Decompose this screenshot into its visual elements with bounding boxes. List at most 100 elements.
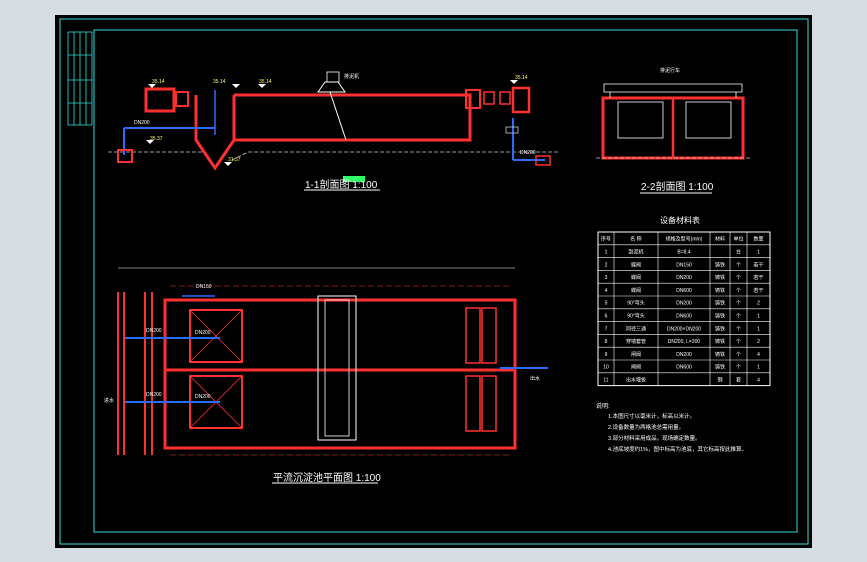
table-cell: 3 (605, 275, 608, 281)
table-cell: DN600 (676, 365, 692, 371)
plan-label-4: DN200 (195, 330, 211, 336)
table-cell: 1 (605, 250, 608, 256)
table-cell: 个 (736, 301, 741, 307)
plan-label-2: DN200 (146, 328, 162, 334)
table-cell: 2 (757, 301, 760, 307)
table-cell: 个 (736, 352, 741, 358)
table-cell: 11 (603, 378, 608, 384)
table-cell: 铸铁 (715, 313, 725, 320)
table-cell: 10 (603, 365, 609, 371)
plan-label-6: 进水 (104, 397, 114, 404)
s1-label-6: 35.37 (150, 136, 163, 142)
table-title: 设备材料表 (660, 215, 700, 225)
inner-frame (93, 29, 798, 533)
table-cell: 1 (757, 250, 760, 256)
table-cell: 8 (605, 339, 608, 345)
s1-label-5: DN200 (134, 120, 150, 126)
table-cell: 9 (605, 352, 608, 358)
table-cell: 个 (736, 275, 741, 281)
table-header-cell: 材料 (715, 236, 725, 243)
binding-strip (67, 31, 93, 126)
table-cell: DN150 (676, 262, 692, 268)
table-cell: 若干 (753, 261, 763, 268)
table-cell: 若干 (753, 274, 763, 281)
table-cell: 6 (605, 314, 608, 320)
table-cell: 90°弯头 (627, 313, 645, 320)
table-cell: 套 (736, 377, 741, 384)
s1-label-2: 35.14 (213, 79, 226, 85)
note-2: 2.设备数量为两格池总需用量。 (608, 423, 684, 431)
s1-label-7: DN200 (520, 150, 536, 156)
table-header-cell: 规格及型号(mm) (666, 236, 703, 243)
table-cell: 蝶阀 (631, 287, 641, 294)
s1-label-8: 31.37 (228, 157, 241, 163)
table-cell: 个 (736, 288, 741, 294)
table-cell: 闸阀 (631, 364, 641, 371)
outer-frame (59, 18, 809, 545)
table-cell: 铸铁 (715, 364, 725, 371)
s1-label-3: 35.14 (259, 79, 272, 85)
table-cell: 个 (736, 339, 741, 345)
plan-label-1: DN150 (196, 284, 212, 290)
notes-title: 说明: (596, 402, 610, 410)
table-cell: 1 (757, 314, 760, 320)
table-cell: 出水堰板 (626, 377, 646, 384)
table-cell: 个 (736, 262, 741, 268)
table-cell: B=8.4 (677, 250, 690, 256)
table-cell: 铸铁 (715, 338, 725, 345)
table-cell: DN200 (676, 352, 692, 358)
s1-label-1: 35.14 (152, 79, 165, 85)
table-cell: 铸铁 (715, 351, 725, 358)
s2-label-1: 排泥行车 (660, 67, 680, 74)
table-cell: DN200 (676, 301, 692, 307)
table-cell: DN200, L=200 (668, 339, 701, 345)
plan-label-3: DN200 (146, 392, 162, 398)
note-1: 1.本图尺寸以毫米计，标高以米计。 (608, 412, 695, 420)
table-cell: 穿墙套管 (626, 338, 646, 345)
table-cell: DN200×DN200 (667, 326, 701, 332)
table-cell: 5 (605, 301, 608, 307)
section-2-2-drawing (596, 83, 750, 160)
table-cell: 台 (736, 249, 741, 256)
table-cell: 蝶阀 (631, 274, 641, 281)
table-cell: 铸铁 (715, 325, 725, 332)
table-cell: 刮泥机 (628, 249, 643, 256)
table-cell: 铸铁 (715, 287, 725, 294)
plan-drawing (117, 267, 548, 456)
table-cell: 铸铁 (715, 261, 725, 268)
table-cell: 2 (757, 339, 760, 345)
s1-label-9: 排泥机 (344, 73, 359, 80)
table-header-cell: 名 称 (630, 236, 641, 243)
table-cell: 7 (605, 326, 608, 332)
highlight-marker (343, 176, 365, 182)
table-cell: 铸铁 (715, 274, 725, 281)
table-cell: 1 (757, 326, 760, 332)
table-cell: DN600 (676, 288, 692, 294)
equipment-table: 序号 名 称 规格及型号(mm) 材料 单位 数量 1 刮泥机 B=8.4 台 1 2 蝶阀 DN150 铸… (597, 231, 771, 387)
section-2-2-title: 2-2剖面图 1:100 (641, 180, 714, 193)
table-cell: 闸阀 (631, 351, 641, 358)
table-cell: DN600 (676, 314, 692, 320)
table-cell: 4 (605, 288, 608, 294)
table-header-cell: 序号 (601, 236, 611, 243)
plan-label-7: 出水 (530, 375, 540, 382)
section-1-1-title: 1-1剖面图 1:100 (305, 178, 378, 191)
table-cell: 铸铁 (715, 300, 725, 307)
table-cell: DN200 (676, 275, 692, 281)
table-cell: 90°弯头 (627, 300, 645, 307)
table-cell: 若干 (753, 287, 763, 294)
table-cell: 个 (736, 365, 741, 371)
table-cell: 1 (757, 365, 760, 371)
section-1-1-drawing (108, 71, 560, 171)
table-cell: 蝶阀 (631, 261, 641, 268)
table-cell: 4 (757, 378, 760, 384)
table-cell: 同径三通 (626, 325, 646, 332)
table-header-cell: 数量 (753, 236, 763, 243)
table-header-cell: 单位 (733, 236, 743, 243)
table-cell: 4 (757, 352, 760, 358)
table-cell: 个 (736, 314, 741, 320)
table-cell: 2 (605, 262, 608, 268)
note-3: 3.部分材料采用成品，现场确定数量。 (608, 434, 701, 442)
table-cell: 个 (736, 326, 741, 332)
